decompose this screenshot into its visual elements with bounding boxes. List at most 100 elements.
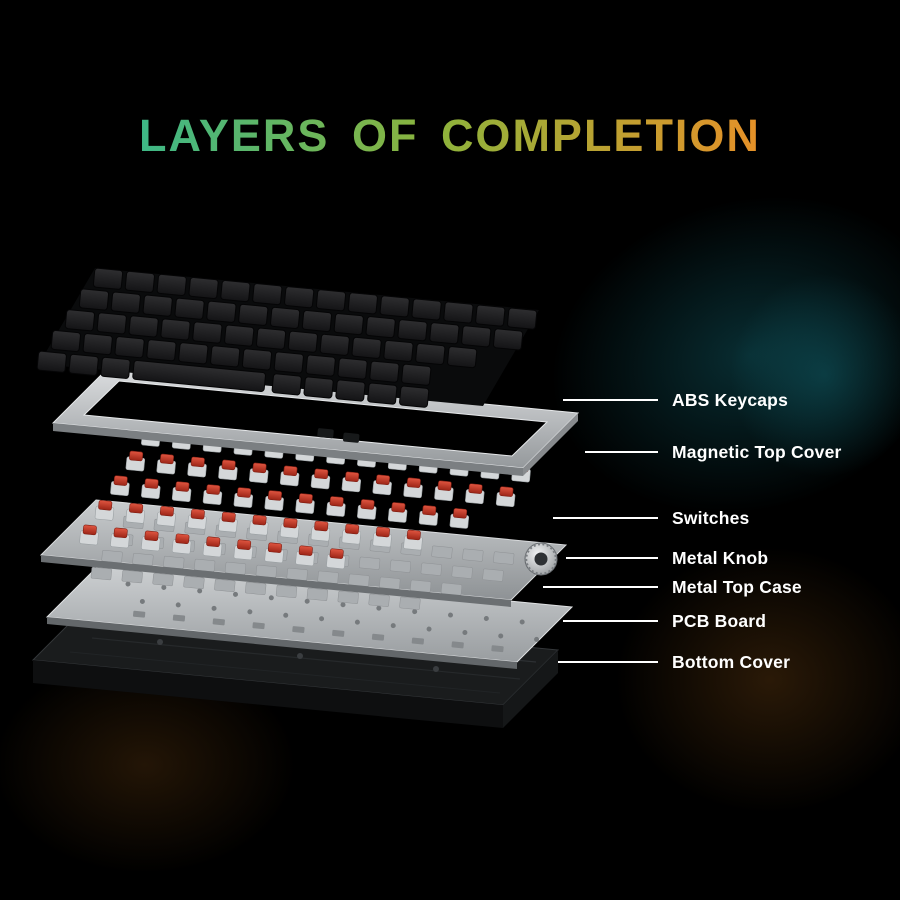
case-cutout [337, 590, 359, 604]
switch-stem [345, 471, 360, 482]
keycap [192, 321, 223, 344]
switch-stem [144, 530, 159, 542]
keycap [178, 342, 209, 365]
switch-stem [345, 523, 360, 535]
keycap [305, 354, 336, 377]
keycap [160, 318, 191, 341]
switch-stem [252, 514, 267, 526]
pcb-chip [132, 610, 146, 618]
case-cutout [420, 562, 442, 576]
case-cutout [245, 581, 267, 595]
pcb-dot [534, 636, 540, 642]
keycap-spacebar [132, 359, 266, 392]
case-cutout [163, 555, 185, 570]
pcb-dot [211, 605, 217, 611]
keycap [92, 267, 124, 290]
keycap [82, 333, 113, 356]
case-cutout [306, 587, 328, 601]
case-cutout [368, 593, 390, 607]
keycap [68, 353, 99, 376]
keycap [220, 280, 251, 303]
pcb-dot [340, 602, 346, 608]
keycap [271, 373, 302, 396]
case-cutout [431, 545, 453, 559]
pcb-dot [161, 584, 167, 590]
keycap [146, 339, 177, 362]
leader-line [558, 661, 658, 663]
pcb-chip [212, 618, 225, 626]
callout-pcb-board: PCB Board [563, 609, 766, 633]
pcb-dot [139, 598, 145, 604]
keycap [415, 343, 446, 366]
case-cutout [482, 568, 504, 582]
callout-metal-knob: Metal Knob [566, 546, 768, 570]
switch-stem [113, 527, 128, 539]
switch-stem [129, 502, 144, 514]
pcb-dot [390, 623, 396, 629]
keycap [287, 330, 318, 353]
pcb-dot [304, 598, 310, 604]
keycap [188, 276, 219, 300]
keycap [252, 283, 283, 306]
leader-line [563, 399, 658, 401]
keycap [411, 298, 442, 321]
page-title: LAYERS OF COMPLETION [0, 110, 900, 162]
keycap [210, 345, 241, 368]
case-cutout [101, 549, 123, 564]
keycap [315, 289, 347, 312]
case-cutout [493, 551, 515, 565]
switch-stem [298, 493, 313, 504]
callout-label: Metal Top Case [672, 576, 802, 597]
keycap [114, 336, 145, 359]
keycap [507, 307, 538, 330]
case-cutout [90, 567, 112, 581]
leader-line [553, 517, 658, 519]
keycap [156, 273, 187, 296]
pcb-dot [448, 612, 454, 618]
keycap [351, 336, 382, 359]
keycap [335, 379, 366, 402]
keycap [365, 316, 396, 339]
pcb-dot [354, 619, 360, 625]
keycap [273, 351, 304, 374]
case-cutout [451, 565, 473, 579]
switch-stem [144, 478, 159, 489]
switch-stem [406, 529, 421, 541]
callout-label: Metal Knob [672, 547, 769, 568]
leader-line [563, 620, 658, 622]
metal-knob [524, 542, 558, 576]
keycap [206, 300, 237, 323]
cover-slots [317, 428, 360, 443]
leader-line [585, 451, 658, 453]
pcb-dot [519, 619, 525, 625]
keycap [128, 315, 159, 338]
keycap [399, 385, 430, 408]
switch-stem [422, 505, 437, 516]
switch-stem [190, 456, 205, 468]
case-cutout [399, 596, 421, 610]
callout-bottom-cover: Bottom Cover [558, 650, 790, 674]
switch-stem [190, 508, 205, 520]
keycap [369, 360, 400, 383]
pcb-dot [376, 605, 382, 611]
keycap [379, 295, 410, 318]
case-cutout [389, 559, 412, 573]
switch-stem [360, 499, 375, 510]
switch-stem [113, 475, 128, 486]
keycap [78, 288, 110, 311]
switch-stem [252, 462, 267, 474]
switch-stem [221, 459, 236, 471]
switch-stem [375, 526, 390, 538]
switch-stem [159, 505, 174, 517]
keycap [241, 348, 273, 371]
switch-stem [406, 477, 421, 488]
keycap [333, 313, 364, 336]
pcb-dot [125, 581, 131, 587]
keycap [270, 306, 301, 329]
case-cutout [152, 572, 174, 587]
pcb-dot [233, 591, 239, 597]
callout-label: Bottom Cover [672, 651, 791, 672]
keycap [303, 376, 334, 399]
switch-stem [206, 536, 221, 547]
